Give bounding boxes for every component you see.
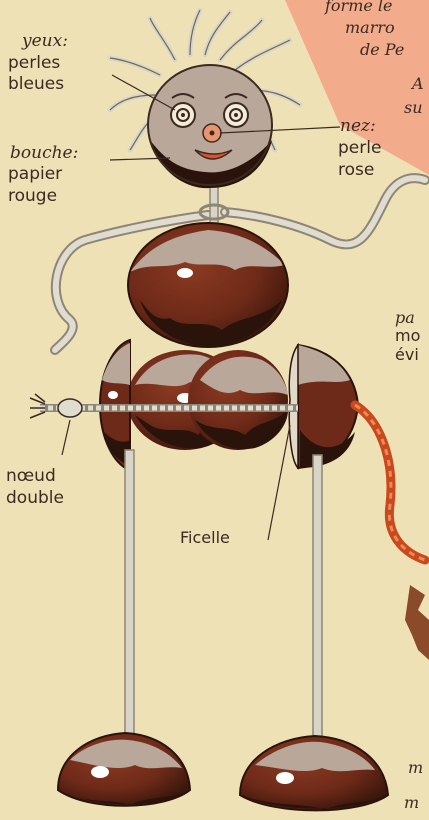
bottom-right-text-2: m [404,795,419,811]
mouth-label-line2: rouge [8,188,57,205]
nose-label-title: nez: [340,118,376,135]
double-knot [58,399,82,417]
eyes-label-line1: perles [8,55,60,72]
chestnut-husk-fragment [405,585,429,660]
eyes-label-title: yeux: [22,33,68,50]
mouth-label-title: bouche: [10,145,78,162]
knot-label-line1: nœud [6,468,56,485]
right-foot-chestnut [240,736,388,810]
corner-text-line5: su [404,100,423,116]
right-leg-wire [313,455,322,755]
eyes-label-line2: bleues [8,76,64,93]
nose-label-line1: perle [338,140,381,157]
bottom-right-text-1: m [408,760,423,776]
left-leg-wire [125,450,134,755]
right-side-half-chestnut [289,345,358,468]
right-text-line3: évi [395,347,419,363]
knot-label-line2: double [6,490,64,507]
corner-text-line1: forme le [325,0,393,14]
right-eye [224,103,248,127]
right-text-line2: mo [395,328,420,344]
hip-chestnut-right [188,350,288,450]
left-foot-chestnut [58,733,190,806]
corner-text-line2: marro [345,20,395,36]
left-eye [171,103,195,127]
mouth-label-line1: papier [8,166,62,183]
torso-chestnut [128,223,288,347]
corner-text-line4: A [412,76,424,92]
string-label: Ficelle [180,530,230,546]
right-text-line1: pa [395,310,415,326]
nose-label-line2: rose [338,162,374,179]
corner-text-line3: de Pe [360,42,404,58]
